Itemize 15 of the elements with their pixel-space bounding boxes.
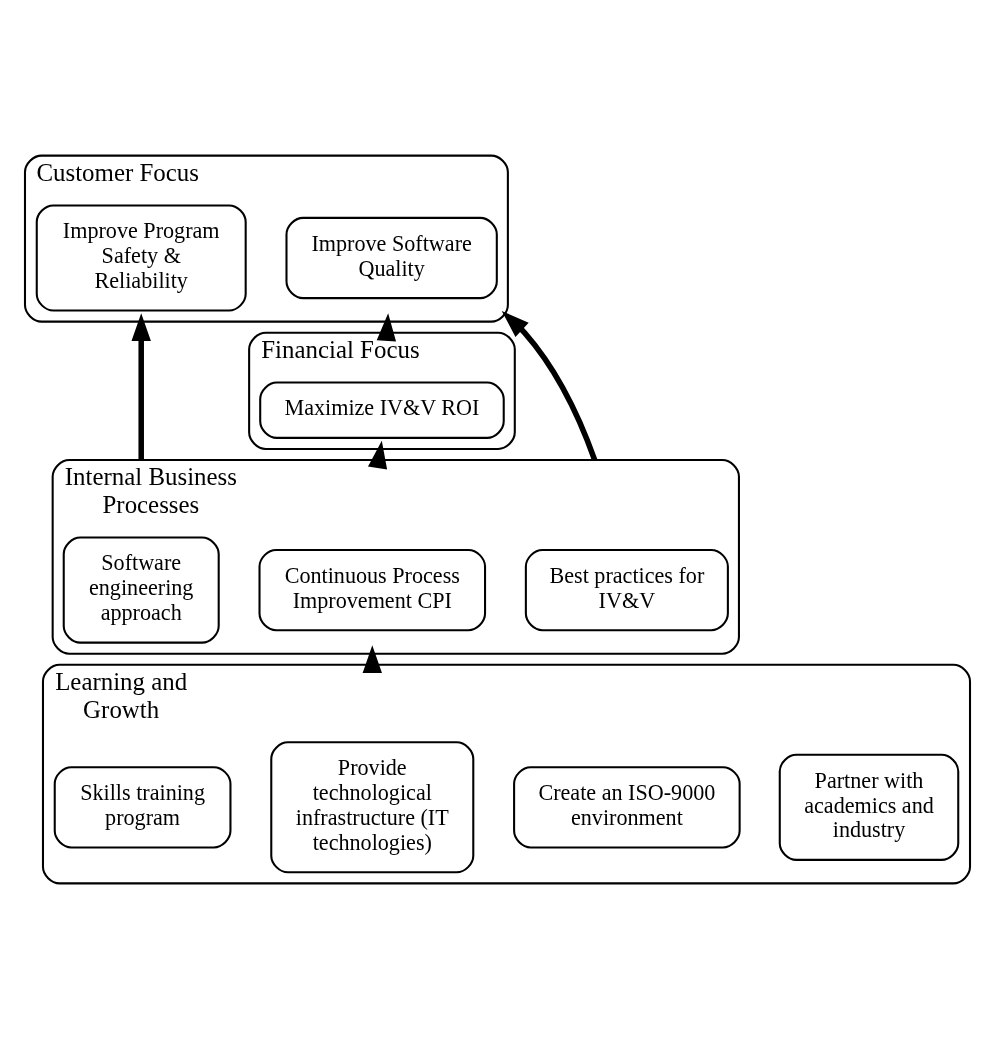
node-box: Skills training program [53,766,232,849]
node-box: Improve Software Quality [285,216,498,300]
node-box: Best practices for IV&V [524,548,729,632]
node-box: Partner with academics and industry [778,753,960,861]
node-box: Software engineering approach [62,536,220,644]
node-box: Create an ISO-9000 environment [513,766,741,849]
arrow [362,645,382,674]
node-box: Provide technological infrastructure (IT technologies) [270,741,475,874]
node-box: Continuous Process Improvement CPI [258,548,487,632]
arrow [131,313,151,460]
arrow [367,440,388,470]
arrow [501,310,598,461]
arrow [376,313,397,342]
node-box: Improve Program Safety & Reliability [35,204,247,312]
node-box: Maximize IV&V ROI [259,381,505,439]
